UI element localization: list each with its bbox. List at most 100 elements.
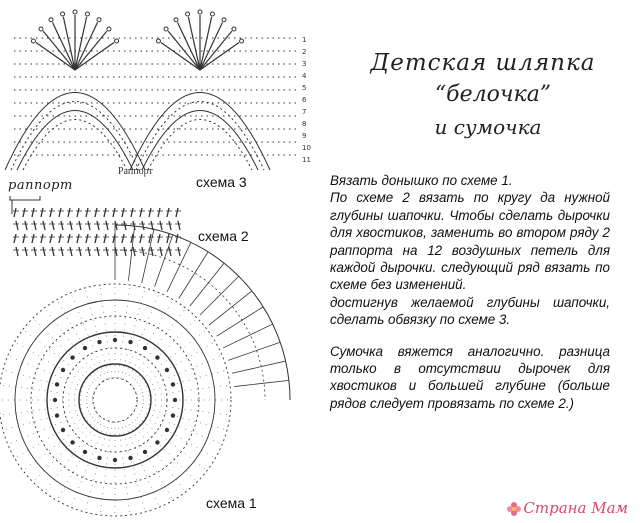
scheme-3-arch — [16, 110, 134, 171]
rapport-bracket — [9, 196, 41, 201]
scheme-3-row-number: 1 — [302, 36, 306, 44]
scheme-3-row-number: 11 — [302, 156, 311, 164]
rapport-caption: Раппорт — [118, 166, 153, 177]
scheme-2-stitch — [94, 233, 98, 244]
scheme-3-picot — [239, 38, 245, 44]
scheme-2-stitch — [168, 246, 172, 257]
scheme-1-chart — [0, 224, 291, 517]
scheme-3-picot — [155, 38, 161, 44]
scheme-2-stitch — [130, 207, 134, 218]
scheme-1-bead — [97, 455, 102, 461]
scheme-3-fan-stitch — [74, 42, 115, 71]
scheme-3-picot — [96, 17, 102, 23]
scheme-3-fan-stitch — [199, 22, 224, 71]
scheme-3-fan-stitch — [160, 42, 201, 71]
scheme-1-bead — [70, 440, 75, 445]
scheme-1-spoke — [99, 421, 113, 516]
scheme-2-stitch — [105, 220, 109, 231]
scheme-1-bead — [60, 427, 66, 433]
scheme-1-spoke — [44, 417, 102, 493]
scheme-3-row-number: 10 — [302, 144, 311, 152]
scheme-2-stitch — [24, 246, 28, 257]
scheme-3-picot — [185, 11, 191, 17]
scheme-2-stitch — [22, 233, 26, 244]
scheme-3-fan-stitch — [167, 30, 201, 71]
scheme-1-outer-stitch — [128, 226, 135, 281]
scheme-2-stitch — [159, 246, 163, 257]
scheme-1-spoke — [125, 299, 174, 382]
scheme-1-spoke — [84, 287, 110, 379]
scheme-3-picot — [173, 17, 179, 23]
scheme-2-stitch — [168, 220, 172, 231]
scheme-2-stitch — [13, 207, 17, 218]
title-line-3: и сумочка — [434, 115, 542, 139]
scheme-1-outer-stitch — [178, 251, 209, 299]
scheme-2-stitch — [105, 246, 109, 257]
scheme-3-picot — [221, 17, 227, 23]
scheme-1-spoke — [32, 317, 100, 385]
scheme-1-spoke — [99, 284, 113, 379]
scheme-1-outer-stitch — [222, 323, 273, 349]
scheme-1-spoke — [70, 292, 107, 380]
scheme-1-bead — [52, 397, 58, 403]
scheme-1-round — [78, 363, 152, 437]
scheme-2-stitch — [175, 233, 179, 244]
scheme-2-stitch — [139, 207, 143, 218]
scheme-3-arch — [135, 101, 265, 171]
scheme-3-arch — [141, 110, 259, 171]
scheme-1-spoke — [133, 341, 216, 390]
scheme-2-stitch — [15, 246, 19, 257]
scheme-3-picot — [163, 26, 169, 32]
scheme-3-row-number: 6 — [302, 96, 307, 104]
scheme-1-outer-stitch — [216, 306, 264, 337]
scheme-3-picot — [106, 26, 112, 32]
scheme-2-stitch — [166, 207, 170, 218]
scheme-1-bead — [97, 339, 102, 345]
scheme-1-round — [0, 283, 232, 517]
scheme-3-arch — [129, 92, 271, 171]
scheme-3-picot — [48, 17, 54, 23]
scheme-2-stitch — [13, 233, 17, 244]
scheme-3-picot — [72, 9, 78, 15]
scheme-2-stitch — [141, 246, 145, 257]
scheme-3-fan-stitch — [187, 16, 201, 71]
scheme-3-fan-stitch — [199, 16, 213, 71]
scheme-1-spoke — [136, 405, 228, 431]
scheme-1-spoke — [125, 418, 174, 501]
scheme-2-stitch — [42, 220, 46, 231]
scheme-3-fan-stitch — [42, 30, 76, 71]
scheme-3-picot — [30, 38, 36, 44]
scheme-2-label: схема 2 — [198, 228, 249, 244]
scheme-1-spoke — [120, 421, 146, 513]
scheme-1-round — [92, 377, 138, 423]
scheme-2-stitch — [130, 233, 134, 244]
scheme-2-stitch — [157, 207, 161, 218]
rapport-handwritten-label: раппорт — [8, 178, 73, 193]
scheme-1-bead — [170, 413, 176, 418]
instructions: Вязать донышко по схеме 1. По схеме 2 вя… — [330, 172, 610, 412]
scheme-2-stitch — [96, 246, 100, 257]
scheme-1-bead — [112, 457, 118, 463]
scheme-1-spoke — [70, 420, 107, 508]
scheme-2-stitch — [175, 207, 179, 218]
scheme-3-fan-stitch — [74, 22, 99, 71]
scheme-1-bead — [70, 355, 75, 360]
scheme-3-fan-stitch — [35, 42, 76, 71]
scheme-1-spoke — [136, 384, 231, 398]
scheme-3-picot — [38, 26, 44, 32]
scheme-1-bead — [155, 355, 160, 360]
scheme-3-fan-stitch — [199, 30, 233, 71]
scheme-3-row-number: 5 — [302, 84, 306, 92]
scheme-1-spoke — [130, 317, 198, 385]
paragraph-gap — [330, 329, 610, 343]
scheme-2-stitch — [123, 246, 127, 257]
scheme-1-bead — [128, 339, 133, 345]
scheme-2-stitch — [148, 207, 152, 218]
scheme-1-spoke — [117, 421, 131, 516]
scheme-2-stitch — [121, 207, 125, 218]
scheme-1-bead — [172, 397, 178, 403]
scheme-2-stitch — [94, 207, 98, 218]
scheme-2-stitch — [166, 233, 170, 244]
scheme-3-picot — [84, 11, 90, 17]
